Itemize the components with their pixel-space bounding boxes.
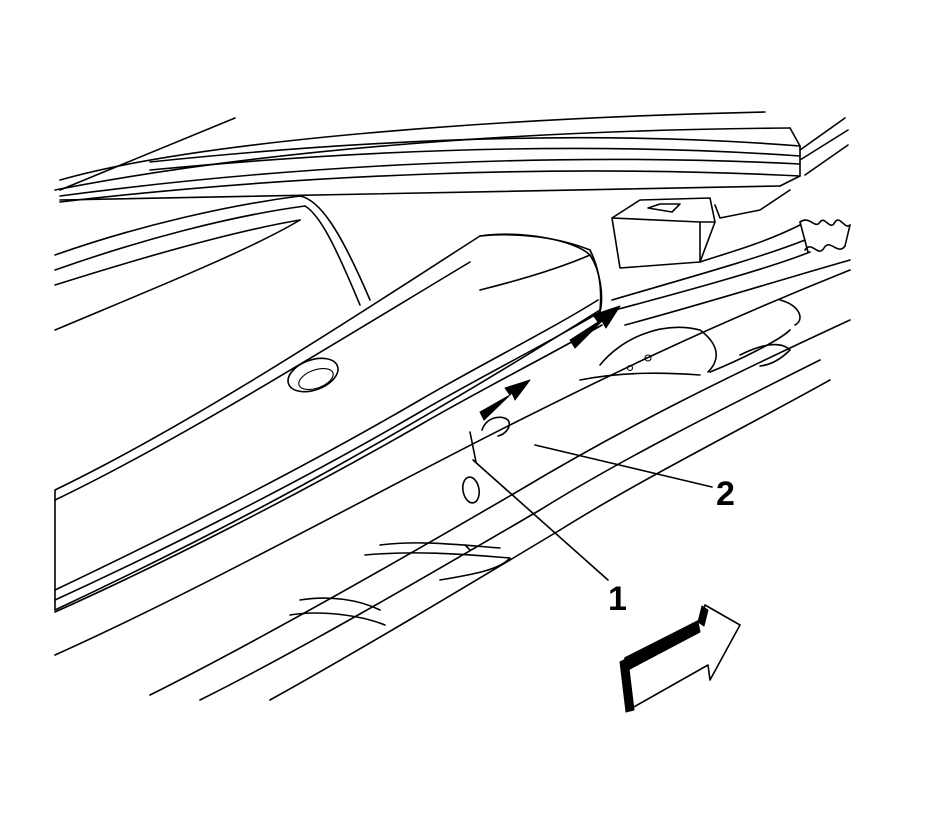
flange-tab xyxy=(579,299,801,381)
upper-brace-panel xyxy=(54,233,603,613)
front-direction-arrow-icon xyxy=(619,604,741,713)
cowl-bracket xyxy=(611,189,801,269)
weatherstrip-edge xyxy=(611,219,851,326)
rail-hole xyxy=(462,476,480,504)
push-arrow-icon xyxy=(569,305,621,349)
push-arrow-icon xyxy=(479,379,531,421)
callout-leader-2 xyxy=(534,444,713,488)
clip-slot xyxy=(469,416,511,463)
lower-rail xyxy=(54,269,851,701)
callout-leader-1 xyxy=(472,459,609,581)
callout-label-2: 2 xyxy=(716,475,735,513)
cowl-panel xyxy=(54,195,371,331)
brace-access-hole xyxy=(287,357,339,393)
callout-label-1: 1 xyxy=(608,580,627,618)
windshield-edge xyxy=(54,111,849,203)
